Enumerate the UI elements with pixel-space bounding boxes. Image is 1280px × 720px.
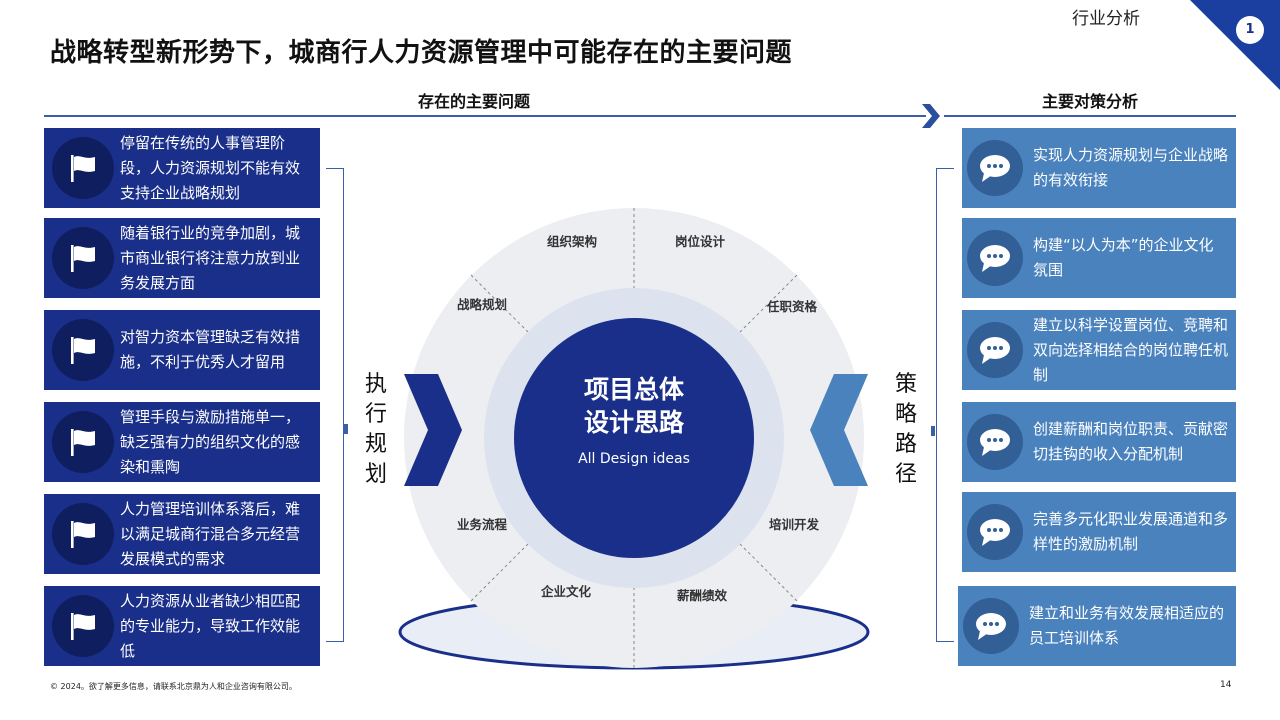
problem-text: 管理手段与激励措施单一，缺乏强有力的组织文化的感染和熏陶	[120, 407, 301, 476]
flag-icon	[52, 503, 114, 565]
measure-card-6: 建立和业务有效发展相适应的员工培训体系	[958, 586, 1236, 666]
measure-text: 建立以科学设置岗位、竞聘和双向选择相结合的岗位聘任机制	[1033, 315, 1229, 384]
measure-text: 完善多元化职业发展通道和多样性的激励机制	[1033, 510, 1229, 553]
right-bracket	[936, 168, 954, 642]
segment-label: 业务流程	[457, 517, 508, 532]
right-bracket-tick	[931, 426, 935, 436]
right-vertical-label: 策略路径	[894, 372, 917, 487]
segment-label: 企业文化	[540, 584, 592, 599]
measure-text: 构建“以人为本”的企业文化氛围	[1033, 236, 1214, 279]
measure-card-1: 实现人力资源规划与企业战略的有效衔接	[962, 128, 1236, 208]
chevron-right-icon	[404, 374, 462, 486]
problem-card-3: 对智力资本管理缺乏有效措施，不利于优秀人才留用	[44, 310, 320, 390]
measures-heading: 主要对策分析	[1042, 92, 1139, 111]
footer-copyright: © 2024。欲了解更多信息，请联系北京鼎为人和企业咨询有限公司。	[50, 682, 297, 691]
flag-icon	[52, 595, 114, 657]
chat-bubble-icon	[967, 140, 1023, 196]
segment-label: 岗位设计	[675, 234, 726, 249]
problems-heading: 存在的主要问题	[418, 92, 531, 111]
flag-icon	[52, 227, 114, 289]
problem-card-1: 停留在传统的人事管理阶段，人力资源规划不能有效支持企业战略规划	[44, 128, 320, 208]
chat-bubble-icon	[967, 414, 1023, 470]
flag-icon	[52, 319, 114, 381]
left-vertical-label: 执行规划	[364, 372, 387, 487]
design-ideas-diagram: 组织架构 岗位设计 任职资格 培训开发 薪酬绩效 企业文化 业务流程 战略规划 …	[380, 120, 900, 680]
measure-text: 实现人力资源规划与企业战略的有效衔接	[1033, 146, 1229, 189]
problem-card-6: 人力资源从业者缺少相匹配的专业能力，导致工作效能低	[44, 586, 320, 666]
problem-text: 停留在传统的人事管理阶段，人力资源规划不能有效支持企业战略规划	[120, 133, 301, 202]
flag-icon	[52, 411, 114, 473]
section-tag: 行业分析	[1072, 9, 1140, 29]
center-title-line1: 项目总体	[584, 375, 685, 404]
footer-page-number: 14	[1220, 680, 1232, 690]
page-title: 战略转型新形势下，城商行人力资源管理中可能存在的主要问题	[50, 38, 793, 68]
chevron-right-icon	[920, 102, 942, 130]
chat-bubble-icon	[967, 322, 1023, 378]
flag-icon	[52, 137, 114, 199]
problem-text: 人力管理培训体系落后，难以满足城商行混合多元经营发展模式的需求	[120, 499, 301, 568]
center-title-line2: 设计思路	[584, 408, 685, 437]
left-bracket	[326, 168, 344, 642]
corner-decoration	[1188, 0, 1280, 92]
chat-bubble-icon	[963, 598, 1019, 654]
measure-text: 建立和业务有效发展相适应的员工培训体系	[1029, 604, 1225, 647]
segment-label: 组织架构	[547, 234, 597, 249]
heading-rule-left	[44, 115, 926, 117]
center-circle	[514, 318, 754, 558]
center-subtitle: All Design ideas	[578, 451, 690, 467]
problem-text: 随着银行业的竞争加剧，城市商业银行将注意力放到业务发展方面	[120, 223, 301, 292]
segment-label: 薪酬绩效	[677, 588, 728, 603]
segment-label: 培训开发	[769, 517, 820, 532]
problem-card-2: 随着银行业的竞争加剧，城市商业银行将注意力放到业务发展方面	[44, 218, 320, 298]
problem-text: 对智力资本管理缺乏有效措施，不利于优秀人才留用	[120, 328, 301, 371]
segment-label: 任职资格	[766, 299, 818, 314]
chevron-left-icon	[810, 374, 868, 486]
measure-text: 创建薪酬和岗位职责、贡献密切挂钩的收入分配机制	[1033, 420, 1229, 463]
chat-bubble-icon	[967, 230, 1023, 286]
left-bracket-tick	[344, 424, 348, 434]
measure-card-3: 建立以科学设置岗位、竞聘和双向选择相结合的岗位聘任机制	[962, 310, 1236, 390]
measure-card-5: 完善多元化职业发展通道和多样性的激励机制	[962, 492, 1236, 572]
measure-card-4: 创建薪酬和岗位职责、贡献密切挂钩的收入分配机制	[962, 402, 1236, 482]
problem-card-4: 管理手段与激励措施单一，缺乏强有力的组织文化的感染和熏陶	[44, 402, 320, 482]
problem-card-5: 人力管理培训体系落后，难以满足城商行混合多元经营发展模式的需求	[44, 494, 320, 574]
heading-rule-right	[944, 115, 1236, 117]
page-badge: 1	[1236, 16, 1264, 44]
measure-card-2: 构建“以人为本”的企业文化氛围	[962, 218, 1236, 298]
chat-bubble-icon	[967, 504, 1023, 560]
segment-label: 战略规划	[457, 297, 507, 312]
problem-text: 人力资源从业者缺少相匹配的专业能力，导致工作效能低	[120, 591, 301, 660]
